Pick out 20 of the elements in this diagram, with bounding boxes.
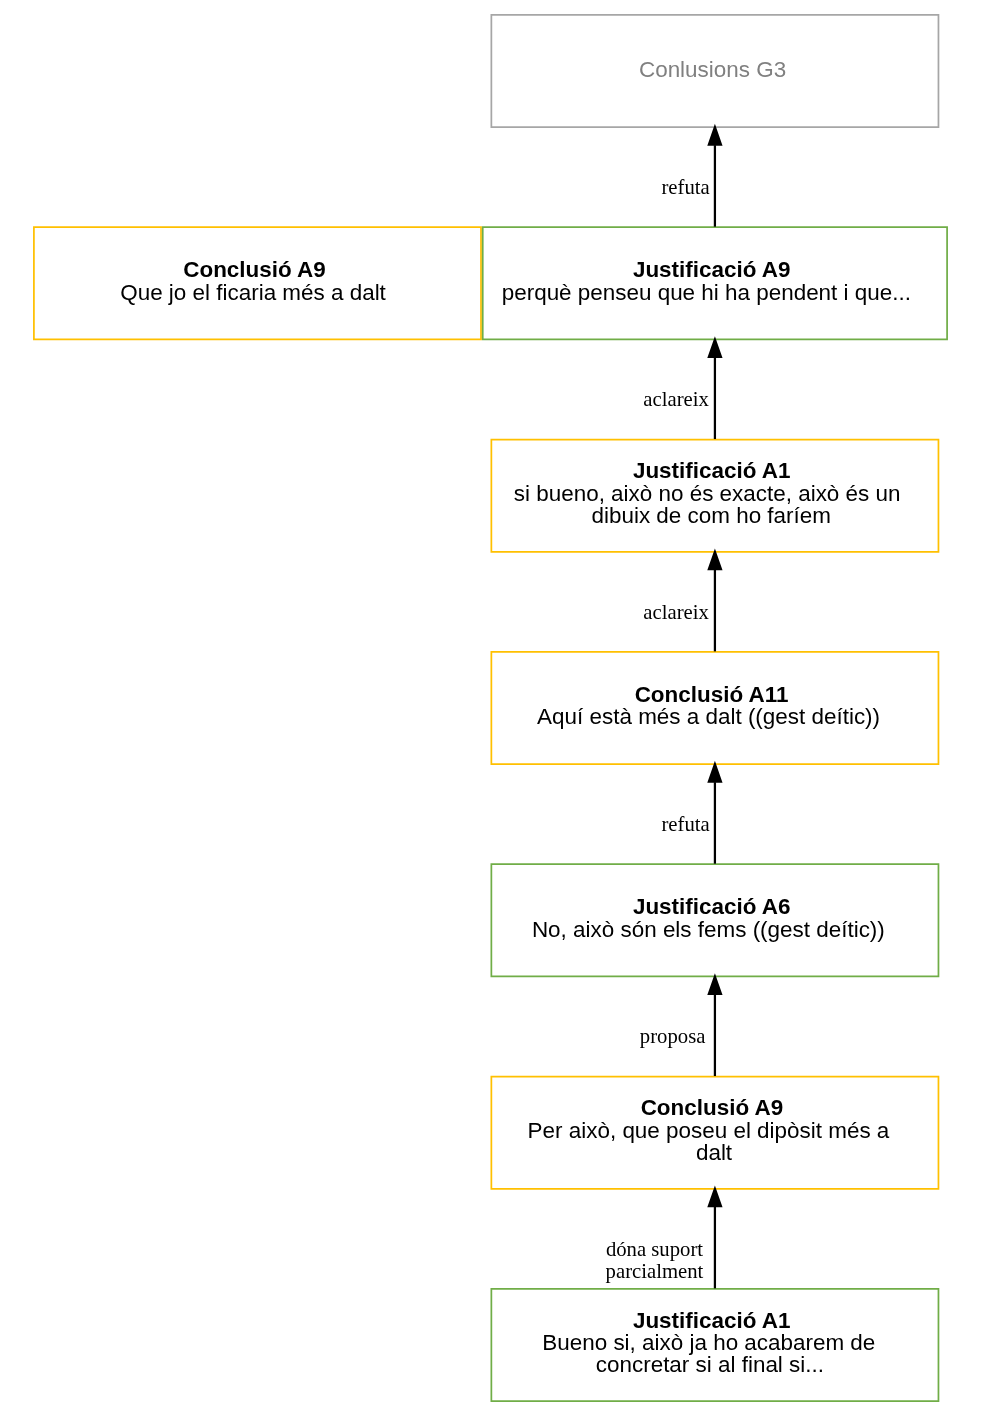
- arrow: [707, 973, 723, 1077]
- edge-label: aclareix: [643, 388, 709, 411]
- node-box: Justificació A6 No, això són els fems ((gest deític)): [490, 863, 940, 978]
- edge-label: dóna suport parcialment: [605, 1237, 704, 1283]
- node-box: Conclusió A11 Aquí està més a dalt ((gest deític)): [490, 651, 940, 765]
- node-box: Conlusions G3: [490, 14, 940, 128]
- node-box: Conclusió A9 Que jo el ficaria més a dalt: [33, 226, 482, 341]
- node-box: Justificació A1 Bueno si, això ja ho acabarem de concretar si al final si...: [490, 1288, 940, 1402]
- edge-label: aclareix: [643, 600, 709, 623]
- arrow: [707, 1185, 723, 1289]
- node-box: Justificació A1 si bueno, això no és exacte, això és un dibuix de com ho faríem: [490, 438, 940, 553]
- arrow: [707, 336, 723, 440]
- node-box: Conclusió A9 Per això, que poseu el dipòsit més a dalt: [490, 1075, 940, 1190]
- edge-label: proposa: [639, 1025, 706, 1048]
- edge-label: refuta: [661, 813, 710, 836]
- arrow: [707, 760, 723, 864]
- edge-label: refuta: [661, 176, 710, 199]
- node-box: Justificació A9 perquè penseu que hi ha pendent i que...: [481, 226, 948, 341]
- arrow: [707, 548, 723, 652]
- arrow: [707, 123, 723, 227]
